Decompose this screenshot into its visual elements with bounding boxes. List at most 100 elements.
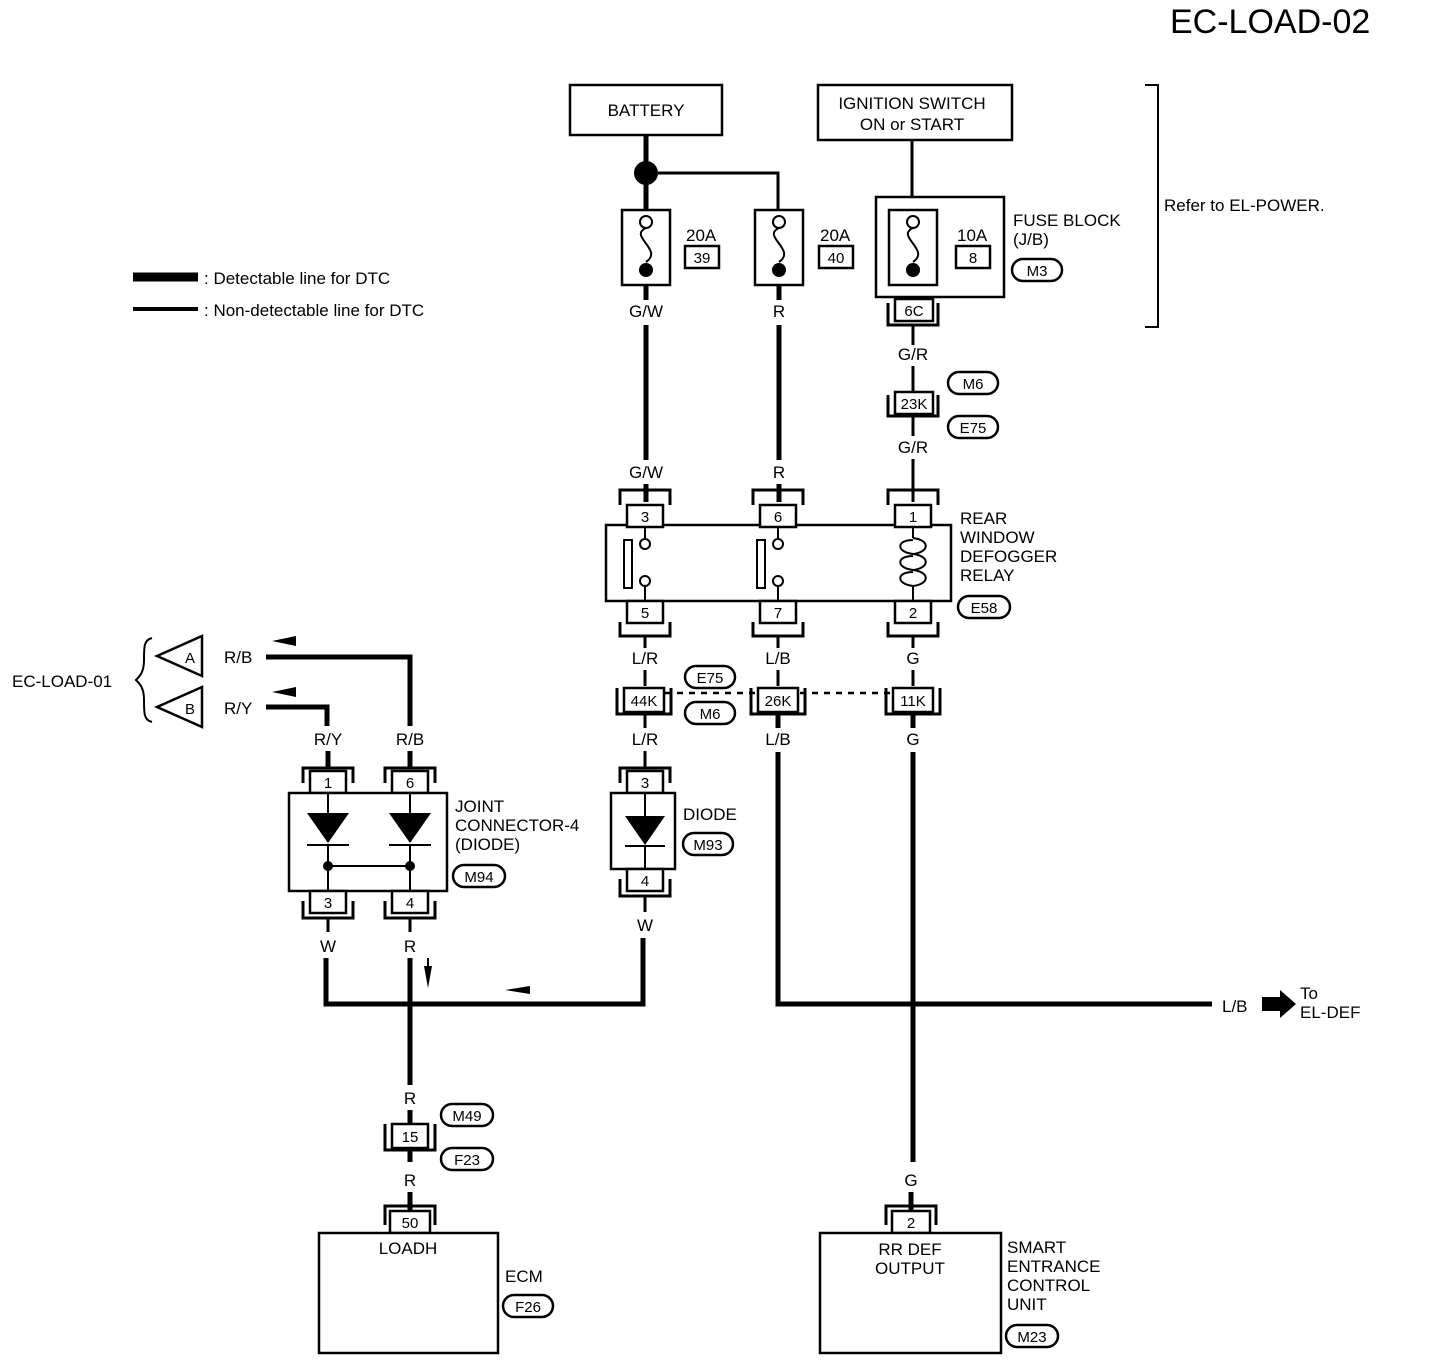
relay-label4: RELAY (960, 566, 1015, 585)
relay-pin5: 5 (641, 605, 649, 622)
joint-pin4: 4 (406, 895, 414, 912)
joint-connector-badge (451, 863, 507, 889)
inline-11k-box (891, 686, 935, 714)
smart-terminal1: RR DEF (878, 1240, 941, 1259)
inline-26k-label: 26K (765, 693, 792, 710)
wire-label-gw-top: G/W (629, 302, 663, 321)
offpage-a-color: R/B (224, 648, 252, 667)
joint-connector: M94 (464, 869, 493, 886)
joint-pin1: 1 (324, 775, 332, 792)
relay-pin2: 2 (909, 605, 917, 622)
fuse-40-amp: 20A (820, 226, 851, 245)
relay-connector-badge (956, 594, 1012, 620)
fuse-40-number-box (817, 244, 855, 270)
fuse-block-connector: M3 (1027, 263, 1048, 280)
joint-label3: (DIODE) (455, 835, 520, 854)
to-def-color: L/B (1222, 997, 1248, 1016)
battery-branch-wire (658, 171, 780, 210)
fuse-8-amp: 10A (957, 226, 988, 245)
inline-23k-conn-top: M6 (963, 376, 984, 393)
smart-pin2-bracket (884, 1204, 938, 1225)
diode-connector: M93 (693, 837, 722, 854)
wire-label-lr-top: L/R (632, 649, 658, 668)
offpage-a-letter: A (185, 650, 195, 667)
joint-pin1-bracket (301, 766, 355, 783)
pin-6c-label: 6C (904, 303, 923, 320)
legend-non-detectable-label: : Non-detectable line for DTC (204, 301, 424, 320)
wire-w-diode-to-ecm (410, 938, 646, 1007)
joint-label1: JOINT (455, 797, 504, 816)
inline-row-conn-top-badge (683, 664, 737, 690)
wire-label-r-joint: R (404, 937, 416, 956)
fuse-40-number: 40 (828, 250, 845, 267)
inline-23k-label: 23K (901, 396, 928, 413)
ignition-line1: IGNITION SWITCH (838, 94, 985, 113)
inline-23k-box (893, 390, 935, 416)
wire-label-gr-top: G/R (898, 345, 928, 364)
wire-label-r-bottom: R (773, 463, 785, 482)
relay-pin1-bracket (886, 488, 940, 505)
fuse-40 (753, 208, 805, 287)
joint-pin6: 6 (406, 775, 414, 792)
inline-23k-conn-bottom-badge (946, 414, 1000, 440)
joint-pin4-box (390, 889, 430, 915)
relay-label3: DEFOGGER (960, 547, 1057, 566)
smart-unit-box (818, 1231, 1003, 1355)
wire-rb (266, 654, 413, 726)
wire-label-g-bottom: G (906, 730, 919, 749)
pin-6c-box (893, 297, 935, 323)
ecm-name: ECM (505, 1267, 543, 1286)
wire-w-joint (323, 958, 410, 1007)
page-title: EC-LOAD-02 (1170, 3, 1370, 41)
wire-label-lb-bottom: L/B (765, 730, 791, 749)
battery-box (568, 83, 724, 137)
relay-pin6: 6 (774, 509, 782, 526)
flow-arrow-left-icon (505, 986, 530, 994)
battery-label: BATTERY (608, 101, 685, 120)
inline-row-conn-bottom-badge (683, 700, 737, 726)
relay-label2: WINDOW (960, 528, 1035, 547)
wire-label-gr-bottom: G/R (898, 438, 928, 457)
to-def-line1: To (1300, 984, 1318, 1003)
offpage-a-flow-arrow-icon (272, 636, 296, 646)
ecm-pin50: 50 (402, 1215, 419, 1232)
relay-contact-1 (623, 527, 651, 601)
joint-connector-box (287, 791, 449, 893)
inline-15-box (390, 1122, 430, 1150)
ecm-terminal: LOADH (379, 1239, 438, 1258)
joint-diode-2-icon (389, 793, 431, 891)
wire-label-r-15-top: R (404, 1089, 416, 1108)
joint-pin3-box (308, 889, 348, 915)
ecm-connector-badge (501, 1293, 555, 1319)
ecm-pin50-bracket (383, 1204, 437, 1225)
wire-label-g-smart: G (904, 1171, 917, 1190)
smart-label4: UNIT (1007, 1295, 1047, 1314)
diode-connector-badge (681, 831, 735, 857)
inline-11k-label: 11K (900, 693, 926, 710)
inline-26k-box (756, 686, 800, 714)
offpage-brace (134, 637, 153, 723)
wire-label-gw-bottom: G/W (629, 463, 663, 482)
relay-contact-2 (756, 527, 784, 601)
fuse-39-amp: 20A (686, 226, 717, 245)
wire-label-ry: R/Y (314, 730, 342, 749)
wire-label-w-diode: W (637, 916, 653, 935)
offpage-b-letter: B (185, 701, 195, 718)
wire-label-g-top: G (906, 649, 919, 668)
relay-pin7: 7 (774, 605, 782, 622)
ecm-connector: F26 (515, 1299, 541, 1316)
to-def-arrow-icon (1262, 990, 1296, 1018)
diode-pin3-bracket (618, 766, 672, 783)
wire-label-lr-bottom: L/R (632, 730, 658, 749)
inline-15-label: 15 (402, 1129, 419, 1146)
wire-label-lb-top: L/B (765, 649, 791, 668)
inline-15-conn-top-badge (439, 1102, 495, 1128)
diode-pin3: 3 (641, 775, 649, 792)
smart-terminal2: OUTPUT (875, 1259, 945, 1278)
smart-connector: M23 (1017, 1329, 1046, 1346)
smart-pin2: 2 (907, 1215, 915, 1232)
relay-pin7-box (758, 599, 798, 625)
fuse-39-number: 39 (694, 250, 711, 267)
offpage-a-triangle (153, 634, 204, 678)
